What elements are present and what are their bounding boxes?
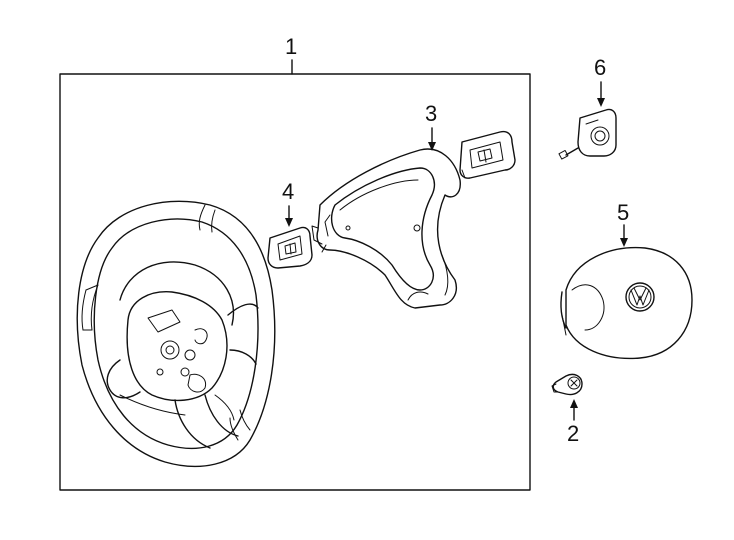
clock-spring-icon <box>558 108 617 160</box>
callout-5: 5 <box>617 200 630 225</box>
arrow-3 <box>428 142 436 151</box>
arrow-6 <box>597 98 605 107</box>
left-switch-icon <box>267 226 313 269</box>
arrow-2 <box>570 399 578 408</box>
right-switch-icon <box>459 130 516 179</box>
callout-2: 2 <box>567 421 580 446</box>
trim-cover-icon <box>311 148 461 309</box>
callout-6: 6 <box>594 55 607 80</box>
arrow-4 <box>285 218 293 227</box>
screw-icon <box>551 373 583 396</box>
callout-3: 3 <box>425 101 438 126</box>
assembly-frame <box>59 73 531 491</box>
arrow-5 <box>620 238 628 247</box>
callout-1: 1 <box>285 34 298 59</box>
airbag-module-icon <box>560 246 693 360</box>
steering-wheel-icon <box>76 200 276 468</box>
callout-4: 4 <box>282 179 295 204</box>
